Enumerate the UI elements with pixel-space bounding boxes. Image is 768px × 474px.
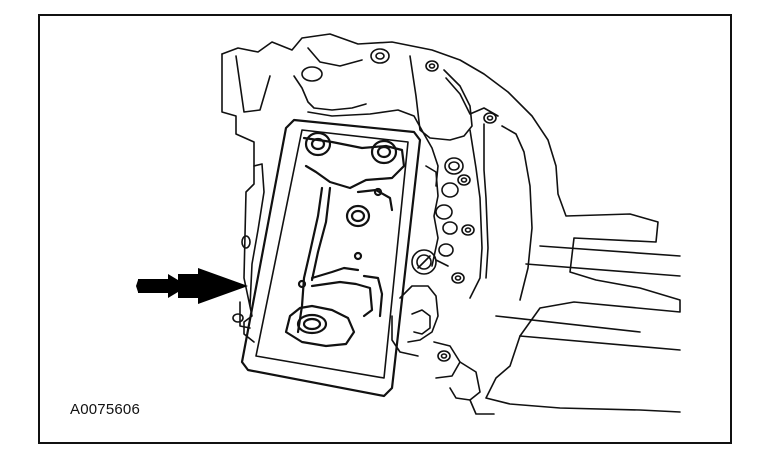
indicator-arrows: [136, 268, 248, 304]
transmission-illustration: [136, 33, 681, 415]
double-arrow-icon: [136, 274, 188, 298]
figure-reference-code: A0075606: [70, 401, 141, 418]
figure-frame: A0075606: [38, 14, 732, 444]
oil-pan: [240, 118, 422, 398]
transmission-housing: [221, 33, 681, 415]
